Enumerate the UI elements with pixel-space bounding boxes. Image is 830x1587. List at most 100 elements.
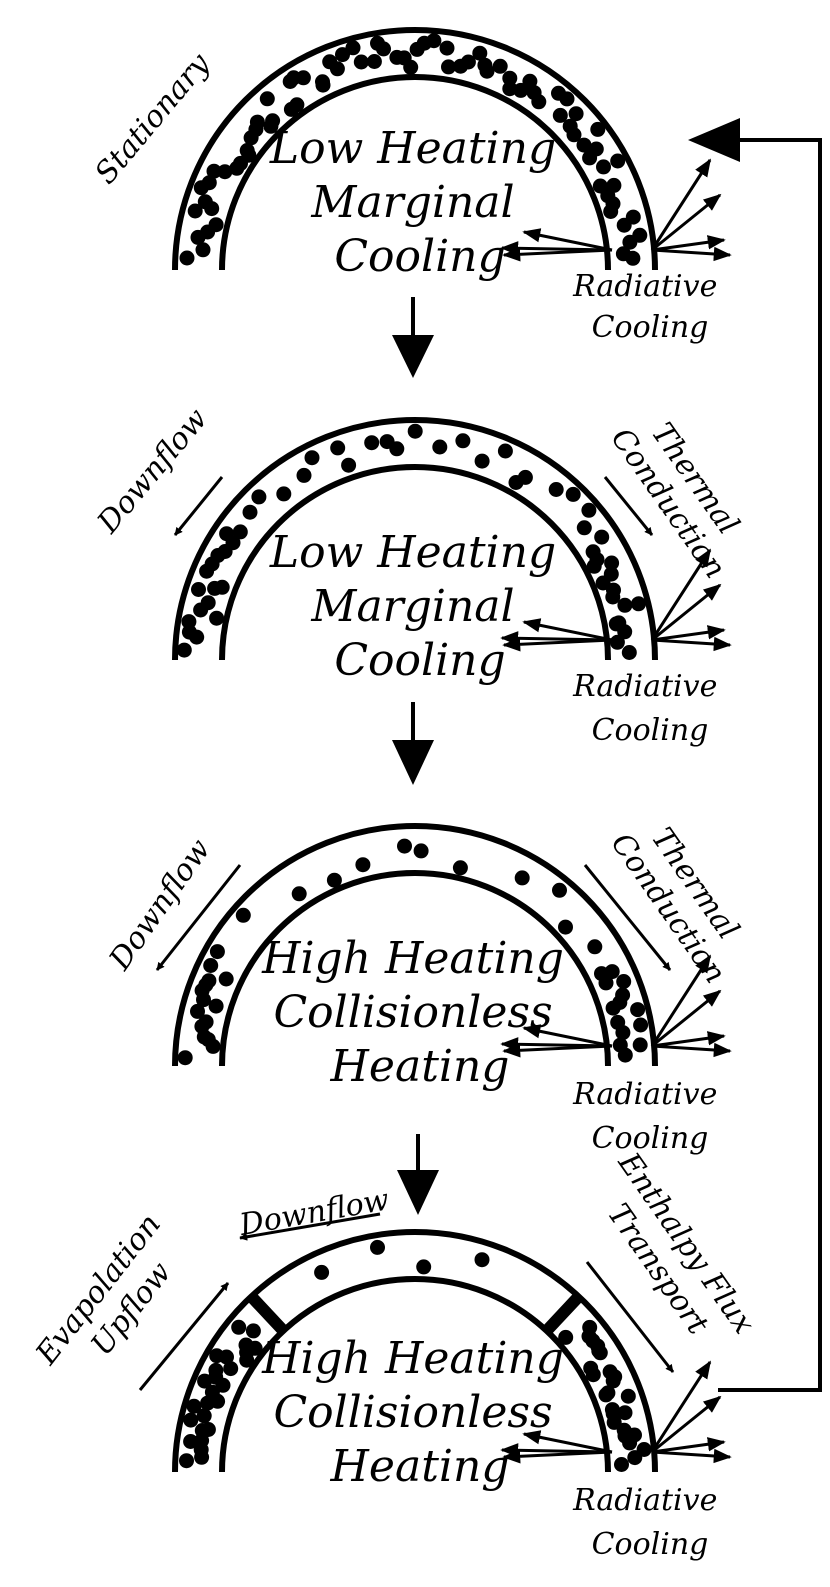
panel-stationary: Low Heating Marginal Cooling Stationary … — [88, 27, 732, 345]
plasma-dot — [610, 153, 626, 169]
left-label: Evapolation Upflow — [29, 1200, 204, 1396]
plasma-dot — [193, 180, 209, 196]
radiative-label-line: Cooling — [592, 1121, 709, 1156]
plasma-dot — [600, 1385, 616, 1401]
radiative-label-line: Radiative — [572, 1483, 717, 1518]
plasma-dot — [364, 435, 380, 451]
enthalpy-arrow — [585, 1261, 675, 1373]
flow-arrow-down — [392, 702, 434, 785]
plasma-dot — [631, 596, 646, 612]
plasma-dot — [370, 1239, 385, 1255]
plasma-dot — [610, 1014, 626, 1030]
left-label: Downflow — [90, 402, 215, 541]
plasma-dot — [616, 1422, 632, 1438]
plasma-dot — [199, 563, 215, 579]
loop-arch — [172, 1229, 658, 1473]
radiation-arrow — [650, 548, 712, 641]
radiation-arrow — [651, 235, 726, 252]
panel-downflow-conduction: Low Heating Marginal Cooling Downflow Th… — [90, 402, 746, 748]
radiation-arrow — [522, 1430, 613, 1454]
center-text: Low Heating Marginal Cooling — [269, 123, 570, 282]
plasma-dot — [558, 919, 573, 935]
plasma-dot — [604, 1402, 620, 1418]
plasma-dot — [243, 130, 259, 146]
loop-arch — [172, 27, 658, 271]
plasma-dot — [558, 1329, 574, 1345]
radiation-arrow — [650, 1360, 712, 1453]
radiation-arrow — [522, 618, 613, 642]
radiation-arrow — [651, 1395, 722, 1454]
plasma-dot — [441, 59, 456, 75]
plasma-dot — [235, 907, 251, 923]
flow-arrow-down — [397, 1134, 439, 1215]
loop-inner-arc — [219, 464, 611, 661]
plasma-dot — [416, 1259, 432, 1275]
right-label: Enthalpy Flux Transport — [579, 1146, 767, 1371]
plasma-dot — [565, 486, 581, 502]
plasma-dot — [606, 177, 622, 193]
radiation-arrow — [651, 583, 722, 642]
plasma-dot — [379, 434, 395, 450]
plasma-dot — [209, 610, 225, 626]
plasma-dot — [203, 958, 219, 973]
plasma-dot — [636, 1442, 652, 1457]
center-text-line: Heating — [330, 1441, 510, 1492]
downflow-arrow — [173, 476, 224, 536]
plasma-dot — [239, 1352, 255, 1368]
plasma-dot — [218, 971, 234, 987]
center-text-line: Low Heating — [269, 527, 556, 578]
plasma-dot — [632, 1037, 648, 1053]
plasma-dot — [326, 872, 342, 888]
plasma-dot — [263, 118, 279, 134]
plasma-dot — [594, 966, 609, 982]
downflow-arrow — [239, 1212, 381, 1241]
plasma-dot — [353, 54, 369, 70]
upflow-arrow — [138, 1282, 230, 1391]
radiative-label-line: Cooling — [592, 1527, 709, 1562]
center-text-line: Cooling — [334, 635, 505, 686]
plasma-dot — [217, 164, 233, 180]
plasma-dot — [205, 1038, 221, 1054]
plasma-dot — [215, 1377, 231, 1393]
plasma-dot — [587, 939, 603, 955]
plasma-dot — [455, 433, 471, 449]
plasma-dot — [187, 203, 203, 219]
radiation-arrow — [650, 158, 712, 251]
plasma-dot — [502, 70, 518, 86]
plasma-dot — [522, 73, 538, 89]
radiation-arrow — [651, 1031, 726, 1048]
radiation-arrow — [522, 1024, 613, 1048]
panel-evaporation: High Heating Collisionless Heating Evapo… — [29, 1146, 767, 1562]
radiative-arrows — [500, 548, 732, 652]
plasma-dot — [231, 1319, 247, 1335]
plasma-dot — [409, 41, 425, 57]
plasma-dot — [190, 229, 206, 245]
evaporation-front-bar — [542, 1292, 584, 1335]
plasma-dot — [315, 77, 331, 93]
plasma-dot — [621, 645, 637, 660]
loop-inner-arc — [219, 74, 611, 271]
radiation-arrow — [502, 637, 613, 652]
loop-inner-arc — [219, 1276, 611, 1473]
radiation-arrow — [502, 1043, 613, 1058]
plasma-dot — [193, 602, 209, 618]
plasma-dot — [492, 58, 508, 74]
loop-outer-arc — [172, 27, 658, 271]
plasma-dot — [209, 1348, 225, 1364]
plasma-dot — [176, 642, 192, 658]
plasma-dot — [397, 838, 412, 854]
loop-arch — [172, 417, 658, 661]
plasma-dot — [581, 502, 597, 518]
plasma-dot — [179, 1453, 194, 1469]
plasma-dot — [183, 1412, 199, 1428]
plasma-dot — [526, 85, 542, 101]
plasma-dot — [330, 440, 346, 456]
radiative-arrows — [500, 954, 732, 1058]
plasma-dot — [276, 486, 292, 502]
plasma-dot — [335, 47, 350, 63]
radiative-label: Radiative Cooling — [572, 1483, 727, 1562]
plasma-dot — [611, 615, 627, 631]
loop-arch — [172, 823, 658, 1067]
radiation-arrow — [651, 989, 722, 1048]
plasma-dot — [474, 1252, 490, 1268]
